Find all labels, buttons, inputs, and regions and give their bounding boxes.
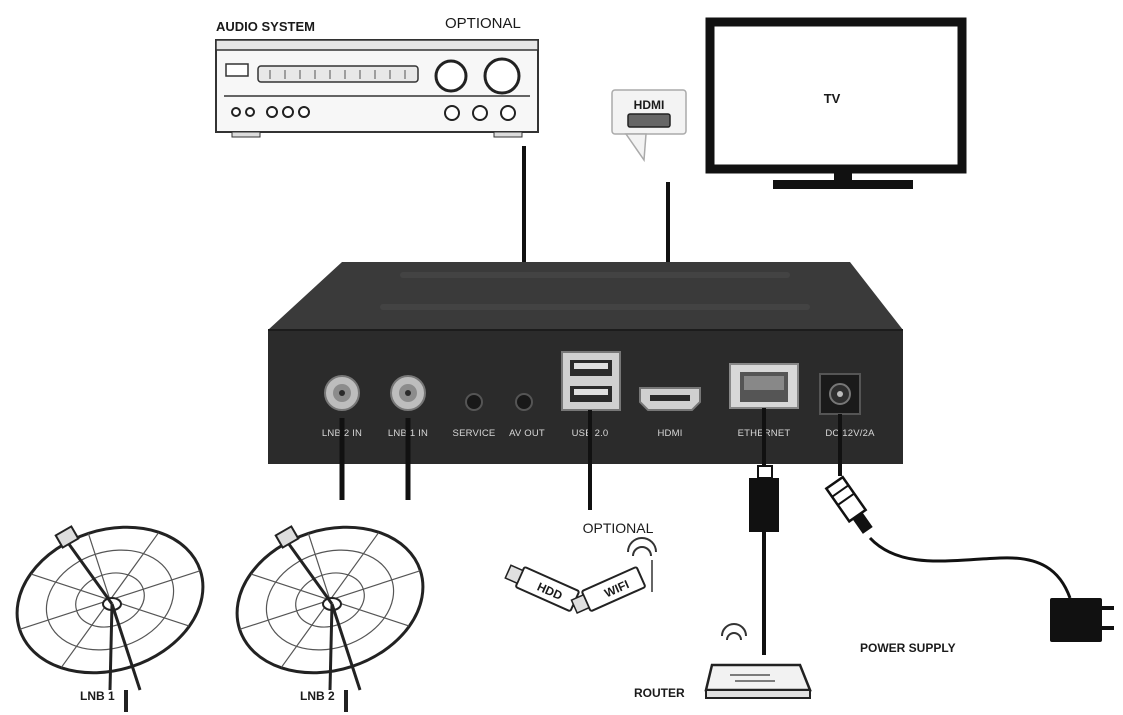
tv-label: TV — [824, 91, 841, 106]
av-out-label: AV OUT — [509, 428, 545, 439]
tv — [705, 17, 967, 189]
service-port[interactable] — [465, 393, 483, 411]
router-label: ROUTER — [634, 686, 685, 700]
lnb2-label: LNB 2 — [300, 689, 335, 703]
lnb1-label: LNB 1 — [80, 689, 115, 703]
lnb1-in-port[interactable] — [390, 375, 426, 411]
audio-system — [215, 39, 539, 138]
hdmi-port[interactable] — [639, 387, 701, 411]
usb-port[interactable] — [561, 351, 621, 411]
dc-power-port[interactable] — [819, 373, 861, 415]
power-cable — [824, 414, 1072, 599]
ethernet-port[interactable] — [729, 363, 799, 409]
ethernet-cable — [749, 408, 779, 655]
hdmi-badge — [611, 89, 687, 163]
av-out-port[interactable] — [515, 393, 533, 411]
satellite-dish-lnb2 — [235, 525, 425, 712]
hdd-stick: HDD — [504, 564, 580, 612]
satellite-dish-lnb1 — [15, 525, 205, 712]
wifi-stick: WIFI — [570, 566, 646, 614]
wifi-signal-icon — [627, 537, 657, 592]
hdmi-badge-label: HDMI — [634, 98, 665, 112]
router — [704, 623, 812, 699]
lnb2-in-port[interactable] — [324, 375, 360, 411]
dc-label: DC 12V/2A — [825, 428, 875, 439]
optional-usb-label: OPTIONAL — [583, 520, 654, 536]
power-supply-label: POWER SUPPLY — [860, 641, 956, 655]
audio-system-label: AUDIO SYSTEM — [216, 19, 315, 34]
optional-audio-label: OPTIONAL — [445, 15, 521, 32]
service-label: SERVICE — [453, 428, 496, 439]
power-adapter — [1050, 598, 1114, 642]
hdmi-port-label: HDMI — [657, 428, 682, 439]
